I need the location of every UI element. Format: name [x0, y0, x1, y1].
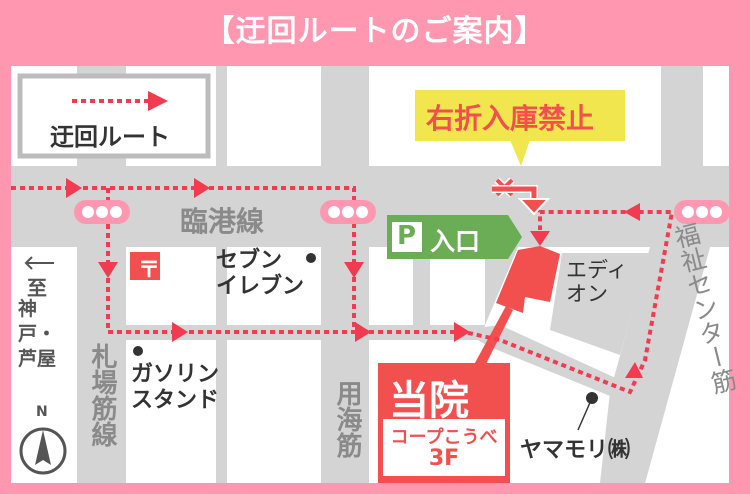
block — [703, 66, 729, 166]
block — [227, 66, 321, 166]
to-label: 至 — [27, 276, 47, 300]
detour-route — [11, 186, 675, 395]
legend-box — [17, 73, 211, 159]
clinic-floor: 3F — [428, 446, 460, 471]
gas-station-line1: ガソリン — [131, 362, 220, 387]
parking-p-icon: P — [397, 221, 417, 251]
road-label-yokai: 用海筋 — [332, 380, 362, 458]
traffic-light-icon — [74, 200, 130, 224]
clinic-building-name: コープこうべ — [390, 427, 498, 448]
post-office-symbol: 〒 — [138, 258, 161, 283]
seven-eleven-label: セブン イレブン — [216, 248, 304, 300]
traffic-light-icon — [320, 200, 376, 224]
page-title: 【迂回ルートのご案内】 — [204, 14, 546, 49]
compass-north-label: N — [36, 404, 48, 420]
block — [430, 247, 485, 325]
road-fukushi — [600, 247, 710, 483]
block — [369, 247, 413, 325]
edion-line1: エディ — [566, 258, 628, 282]
road-label-rinko: 臨港線 — [180, 205, 265, 238]
post-office-icon — [130, 252, 160, 280]
seven-eleven-marker — [306, 253, 316, 263]
gas-station-marker — [133, 346, 143, 356]
block — [227, 247, 321, 325]
notice-box — [415, 90, 625, 141]
block — [227, 340, 321, 483]
edion-label: エディ オン — [566, 258, 628, 306]
block — [126, 340, 216, 483]
clinic-name: 当院 — [389, 378, 469, 424]
road-label-sapporo: 札場筋線 — [87, 343, 117, 447]
legend-label: 迂回ルート — [50, 123, 170, 151]
traffic-light-icon — [674, 200, 730, 224]
compass-icon — [19, 427, 67, 475]
yamamori-label: ヤマモリ㈱ — [520, 438, 631, 463]
gas-station-line2: スタンド — [131, 388, 220, 413]
no-right-turn-icon — [492, 177, 551, 216]
destination-label: 神戸・芦屋 — [18, 298, 57, 370]
route-arrows — [66, 178, 643, 378]
edion-building — [550, 253, 649, 355]
gas-station-label: ガソリン スタンド — [131, 362, 219, 414]
dotted-arrow-icon — [148, 91, 168, 111]
parking-entrance-label: 入口 — [430, 227, 481, 256]
seven-eleven-line1: セブン — [216, 248, 283, 273]
notice-text: 右折入庫禁止 — [426, 102, 595, 135]
edion-line2: オン — [566, 282, 608, 306]
clinic-building — [496, 246, 560, 313]
seven-eleven-line2: イレブン — [216, 274, 305, 299]
